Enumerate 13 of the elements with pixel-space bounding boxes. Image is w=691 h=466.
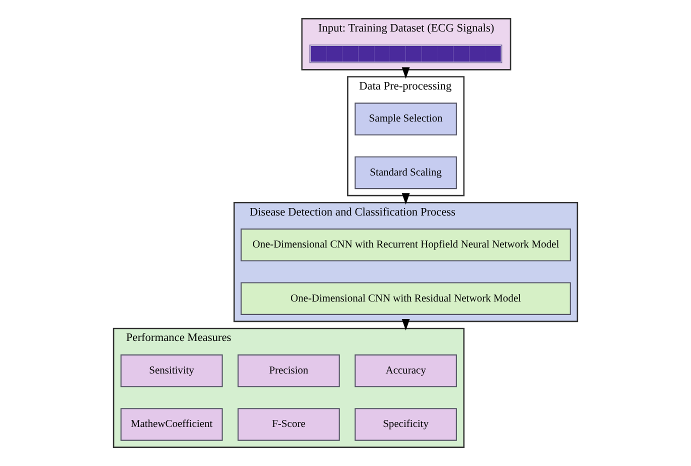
node-box: MathewCoefficient [120,408,223,441]
node-box: Accuracy [354,354,457,388]
node-box: Specificity [354,408,457,441]
arrow [402,67,410,79]
node-box: One-Dimensional CNN with Recurrent Hopfield Neural Network Model [240,228,571,262]
node-box: Sensitivity [120,354,223,388]
node-box: Standard Scaling [354,156,457,190]
arrow [402,193,410,205]
node-box: Sample Selection [354,102,457,136]
cluster: Input: Training Dataset (ECG Signals) [301,18,512,70]
node-box: Precision [238,354,340,388]
node-box: One-Dimensional CNN with Residual Network Model [240,282,571,315]
node-box: F-Score [238,408,340,441]
